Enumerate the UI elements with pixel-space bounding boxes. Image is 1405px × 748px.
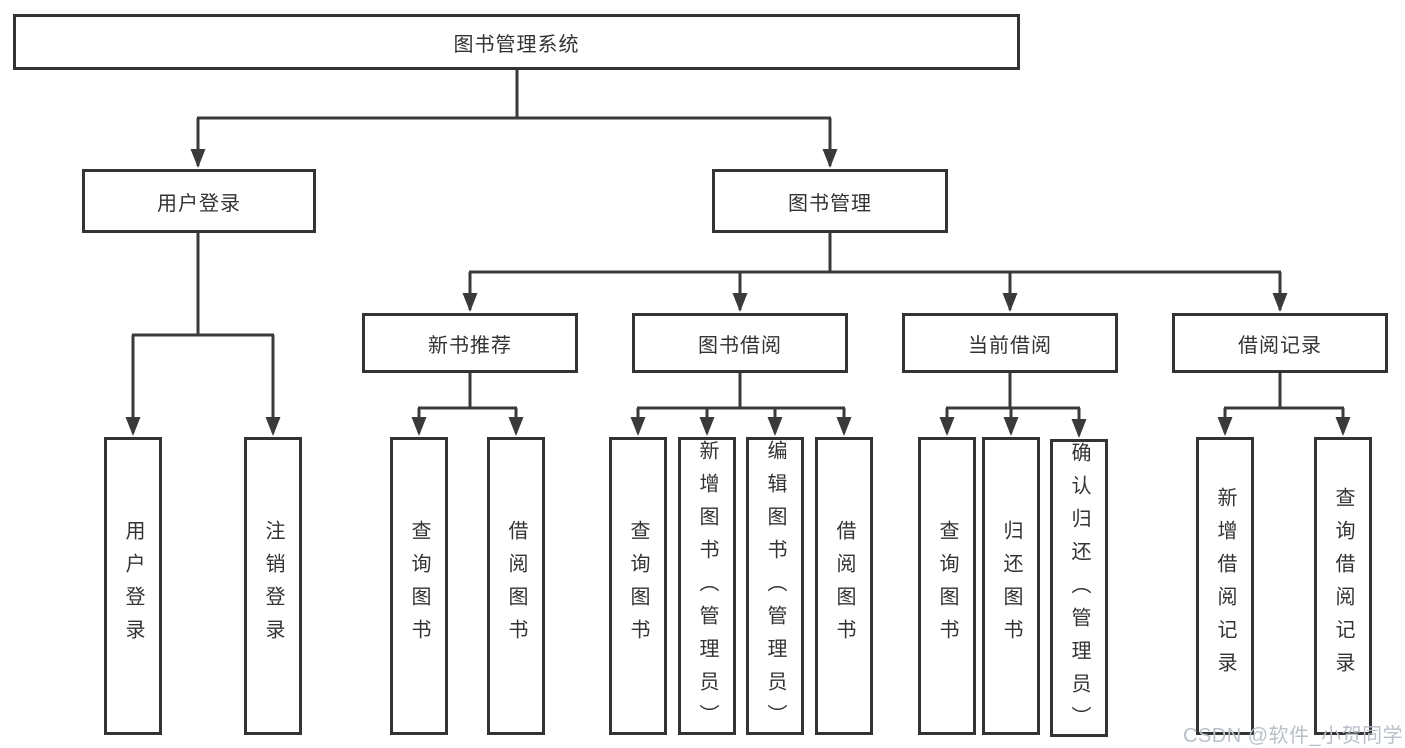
arrowhead-icon bbox=[190, 149, 206, 168]
node-user-login: 用户登录 bbox=[82, 169, 316, 233]
arrowhead-icon bbox=[1003, 417, 1019, 436]
leaf-records-add-borrow-record: 新增借阅记录 bbox=[1196, 437, 1254, 735]
arrowhead-icon bbox=[822, 149, 838, 168]
leaf-borrowing-edit-books-admin: 编辑图书（管理员） bbox=[746, 437, 804, 737]
leaf-borrowing-query-books: 查询图书 bbox=[609, 437, 667, 735]
node-book-borrowing: 图书借阅 bbox=[632, 313, 848, 373]
arrowhead-icon bbox=[125, 417, 141, 436]
arrowhead-icon bbox=[1335, 417, 1351, 436]
node-current-borrowing: 当前借阅 bbox=[902, 313, 1118, 373]
leaf-recommend-query-books: 查询图书 bbox=[390, 437, 448, 735]
leaf-current-query-books: 查询图书 bbox=[918, 437, 976, 735]
leaf-logout: 注销登录 bbox=[244, 437, 302, 735]
leaf-current-confirm-return-admin: 确认归还（管理员） bbox=[1050, 439, 1108, 739]
arrowhead-icon bbox=[939, 417, 955, 436]
arrowhead-icon bbox=[1071, 419, 1087, 438]
leaf-borrowing-add-books-admin: 新增图书（管理员） bbox=[678, 437, 736, 737]
arrowhead-icon bbox=[265, 417, 281, 436]
arrowhead-icon bbox=[1002, 293, 1018, 312]
watermark: CSDN @软件_小贺同学 bbox=[1183, 725, 1404, 747]
leaf-borrowing-borrow-books: 借阅图书 bbox=[815, 437, 873, 735]
node-book-management: 图书管理 bbox=[712, 169, 948, 233]
arrowhead-icon bbox=[732, 293, 748, 312]
arrowhead-icon bbox=[1217, 417, 1233, 436]
arrowhead-icon bbox=[462, 293, 478, 312]
leaf-current-return-books: 归还图书 bbox=[982, 437, 1040, 735]
node-borrow-records: 借阅记录 bbox=[1172, 313, 1388, 373]
arrowhead-icon bbox=[508, 417, 524, 436]
arrowhead-icon bbox=[411, 417, 427, 436]
arrowhead-icon bbox=[630, 417, 646, 436]
node-new-book-recommend: 新书推荐 bbox=[362, 313, 578, 373]
node-library-system: 图书管理系统 bbox=[13, 14, 1020, 70]
leaf-recommend-borrow-books: 借阅图书 bbox=[487, 437, 545, 735]
arrowhead-icon bbox=[767, 417, 783, 436]
arrowhead-icon bbox=[1272, 293, 1288, 312]
arrowhead-icon bbox=[699, 417, 715, 436]
arrowhead-icon bbox=[836, 417, 852, 436]
leaf-records-query-borrow-record: 查询借阅记录 bbox=[1314, 437, 1372, 735]
leaf-user-login: 用户登录 bbox=[104, 437, 162, 735]
